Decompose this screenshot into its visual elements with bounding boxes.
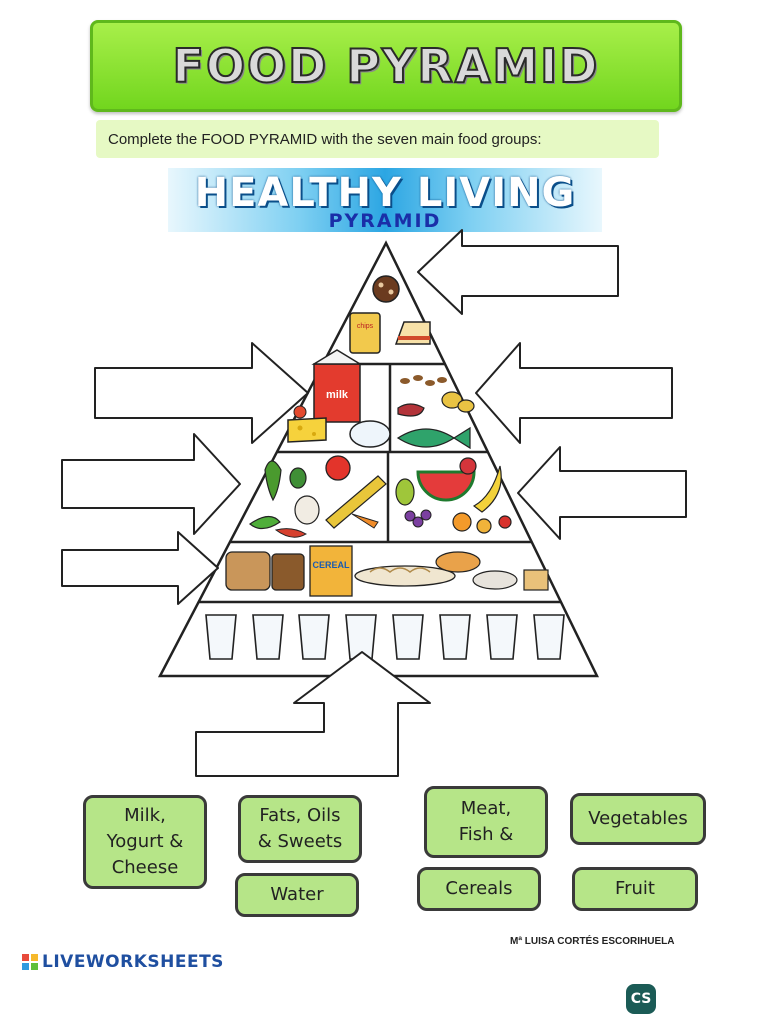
healthy-living-title: HEALTHY LIVING [194, 170, 576, 216]
bread-icon [225, 551, 271, 591]
liveworksheets-logo[interactable]: LIVEWORKSHEETS [22, 952, 224, 972]
svg-text:chips: chips [357, 323, 374, 330]
answer-arrow-fats [417, 229, 619, 315]
word-card-cereals[interactable]: Cereals [417, 867, 541, 911]
title-banner: FOOD PYRAMID [90, 20, 682, 112]
pasta-icon [354, 565, 456, 587]
glass-icon [486, 614, 518, 660]
cereal-box-icon [309, 545, 353, 597]
word-card-water[interactable]: Water [235, 873, 359, 917]
answer-arrow-meat [475, 342, 673, 444]
word-card-label: Fats, Oils & Sweets [257, 804, 343, 852]
sweets-icon: chips [349, 275, 431, 354]
answer-arrow-vegetables [61, 433, 241, 535]
croissant-icon [435, 551, 481, 573]
word-card-label: Meat, Fish & [458, 797, 514, 845]
grapes-icon [420, 509, 432, 521]
carrot-icon [351, 513, 379, 529]
glass-icon [533, 614, 565, 660]
banana-icon [472, 465, 502, 513]
water-glasses [205, 614, 565, 660]
word-card-fruit[interactable]: Fruit [572, 867, 698, 911]
word-card-milk[interactable]: Milk, Yogurt & Cheese [83, 795, 207, 889]
egg-icon [441, 391, 463, 409]
svg-text:CEREAL: CEREAL [312, 560, 350, 570]
glass-icon [439, 614, 471, 660]
liveworksheets-brand: LIVEWORKSHEETS [42, 952, 224, 972]
vegetables-icon [249, 455, 387, 538]
fruit-icon [395, 457, 512, 534]
strawberry-icon [459, 457, 477, 475]
word-card-fats[interactable]: Fats, Oils & Sweets [238, 795, 362, 863]
answer-arrow-fruit [517, 446, 687, 540]
healthy-living-banner [168, 168, 602, 232]
orange-icon [452, 512, 472, 532]
word-card-label: Milk, Yogurt & Cheese [106, 804, 184, 879]
pear-icon [395, 478, 415, 506]
meat-fish-icon [396, 375, 475, 450]
page-title: FOOD PYRAMID [172, 38, 600, 94]
cs-badge[interactable]: CS [626, 984, 656, 1014]
dairy-icon: milk [287, 349, 391, 448]
pyramid-subtitle: PYRAMID [328, 210, 442, 232]
liveworksheets-icon [22, 954, 38, 970]
lettuce-icon [264, 460, 282, 502]
peas-icon [249, 515, 281, 530]
yogurt-icon [349, 420, 391, 448]
rice-bowl-icon [472, 570, 518, 590]
pyramid-outline [157, 240, 599, 678]
answer-arrow-water [195, 651, 431, 777]
cereals-icon: CEREAL [225, 545, 549, 597]
glass-icon [298, 614, 330, 660]
tomato-icon [325, 455, 351, 481]
instruction-text: Complete the FOOD PYRAMID with the seven… [96, 120, 659, 158]
pepper-icon [274, 528, 308, 538]
corn-icon [325, 475, 387, 529]
word-card-label: Vegetables [588, 807, 688, 829]
word-card-label: Cereals [445, 877, 513, 899]
chips-icon [349, 312, 381, 354]
glass-icon [252, 614, 284, 660]
steak-icon [397, 403, 425, 417]
author-credit: Mª LUISA CORTÉS ESCORIHUELA [510, 936, 675, 947]
cheese-icon [287, 417, 327, 443]
cracker-icon [523, 569, 549, 591]
word-card-label: Water [270, 883, 324, 905]
svg-text:milk: milk [326, 389, 349, 401]
word-card-label: Fruit [615, 877, 655, 899]
glass-icon [205, 614, 237, 660]
answer-arrow-cereals [61, 531, 219, 605]
milk-carton-icon [313, 363, 361, 423]
watermelon-icon [416, 470, 476, 502]
word-card-vegetables[interactable]: Vegetables [570, 793, 706, 845]
glass-icon [392, 614, 424, 660]
word-card-meat[interactable]: Meat, Fish & [424, 786, 548, 858]
answer-arrow-dairy [94, 342, 309, 444]
garlic-icon [294, 495, 320, 525]
